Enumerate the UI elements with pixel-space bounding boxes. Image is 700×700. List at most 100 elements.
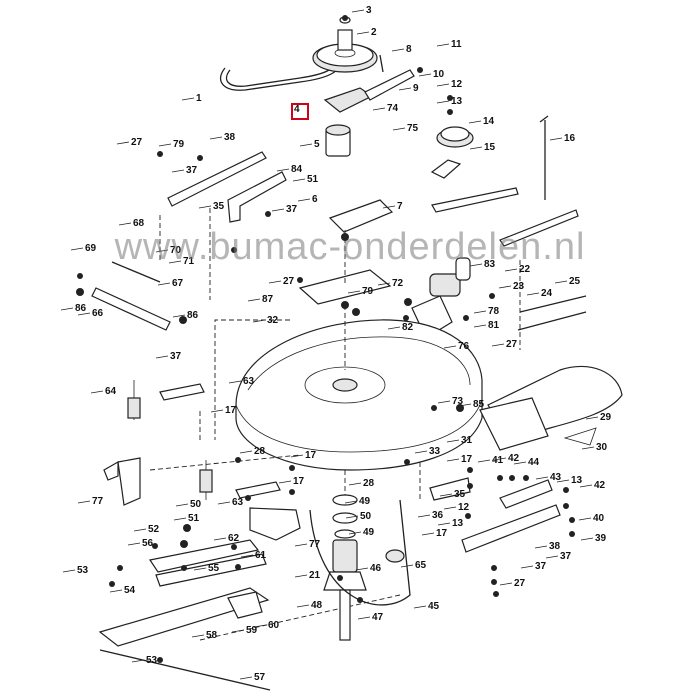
leader-line <box>418 73 432 77</box>
callout-1: 1 <box>196 93 202 104</box>
leader-line <box>446 439 460 443</box>
callout-85: 85 <box>473 399 485 410</box>
leader-line <box>437 522 451 526</box>
leader-line <box>377 282 391 286</box>
callout-2: 2 <box>371 27 377 38</box>
leader-line <box>436 100 450 104</box>
callout-12: 12 <box>451 79 463 90</box>
callout-30: 30 <box>596 442 608 453</box>
highlighted-part-label: 4 <box>294 104 300 115</box>
leader-line <box>436 43 450 47</box>
callout-68: 68 <box>133 218 145 229</box>
linkage-arm <box>431 187 579 247</box>
callout-55: 55 <box>208 563 220 574</box>
leader-line <box>499 582 513 586</box>
leader-line <box>77 500 91 504</box>
callout-73: 73 <box>452 396 464 407</box>
leader-line <box>473 324 487 328</box>
leader-line <box>131 659 145 663</box>
leader-line <box>239 676 253 680</box>
leader-line <box>535 476 549 480</box>
callout-27: 27 <box>506 339 518 350</box>
leader-line <box>348 531 362 535</box>
callout-37: 37 <box>170 351 182 362</box>
callout-69: 69 <box>85 243 97 254</box>
leader-line <box>175 503 189 507</box>
callout-57: 57 <box>254 672 266 683</box>
leader-line <box>398 87 412 91</box>
leader-line <box>526 292 540 296</box>
highlighted-part-box <box>291 103 309 120</box>
callout-60: 60 <box>268 620 280 631</box>
callout-74: 74 <box>387 103 399 114</box>
bearing-65 <box>385 549 405 563</box>
callout-61: 61 <box>255 550 267 561</box>
leader-line <box>580 537 594 541</box>
callout-39: 39 <box>595 533 607 544</box>
leader-line <box>443 345 457 349</box>
leader-line <box>292 178 306 182</box>
callout-79: 79 <box>173 139 185 150</box>
callout-25: 25 <box>569 276 581 287</box>
leader-line <box>70 247 84 251</box>
callout-70: 70 <box>170 245 182 256</box>
callout-27: 27 <box>283 276 295 287</box>
callout-24: 24 <box>541 288 553 299</box>
leader-line <box>171 169 185 173</box>
leader-line <box>253 624 267 628</box>
leader-line <box>458 403 472 407</box>
bracket-63 <box>159 383 281 499</box>
callout-83: 83 <box>484 259 496 270</box>
leader-line <box>109 589 123 593</box>
callout-51: 51 <box>307 174 319 185</box>
leader-line <box>116 141 130 145</box>
leader-line <box>513 461 527 465</box>
leader-line <box>392 127 406 131</box>
callout-13: 13 <box>451 96 463 107</box>
callout-50: 50 <box>190 499 202 510</box>
leader-line <box>473 310 487 314</box>
leader-line <box>421 532 435 536</box>
leader-line <box>239 450 253 454</box>
leader-line <box>372 107 386 111</box>
callout-58: 58 <box>206 630 218 641</box>
callout-8: 8 <box>406 44 412 55</box>
callout-86: 86 <box>187 310 199 321</box>
callout-84: 84 <box>291 164 303 175</box>
callout-42: 42 <box>594 480 606 491</box>
callout-28: 28 <box>254 446 266 457</box>
leader-line <box>400 564 414 568</box>
callout-75: 75 <box>407 123 419 134</box>
leader-line <box>118 222 132 226</box>
leader-line <box>345 515 359 519</box>
leader-line <box>417 514 431 518</box>
leader-line <box>77 312 91 316</box>
leader-line <box>446 458 460 462</box>
leader-line <box>299 143 313 147</box>
callout-17: 17 <box>293 476 305 487</box>
callout-54: 54 <box>124 585 136 596</box>
main-pulley <box>312 16 378 73</box>
leader-line <box>209 136 223 140</box>
leader-line <box>498 285 512 289</box>
callout-51: 51 <box>188 513 200 524</box>
callout-65: 65 <box>415 560 427 571</box>
callout-42: 42 <box>508 453 520 464</box>
callout-37: 37 <box>560 551 572 562</box>
leader-line <box>172 314 186 318</box>
leader-line <box>297 198 311 202</box>
callout-36: 36 <box>432 510 444 521</box>
leader-line <box>469 263 483 267</box>
callout-3: 3 <box>366 5 372 16</box>
callout-9: 9 <box>413 83 419 94</box>
leader-line <box>578 517 592 521</box>
callout-47: 47 <box>372 612 384 623</box>
leader-line <box>348 482 362 486</box>
bracket-77-right <box>249 507 301 541</box>
callout-13: 13 <box>452 518 464 529</box>
callout-49: 49 <box>359 496 371 507</box>
callout-29: 29 <box>600 412 612 423</box>
bracket-34 <box>429 477 471 501</box>
callout-6: 6 <box>312 194 318 205</box>
